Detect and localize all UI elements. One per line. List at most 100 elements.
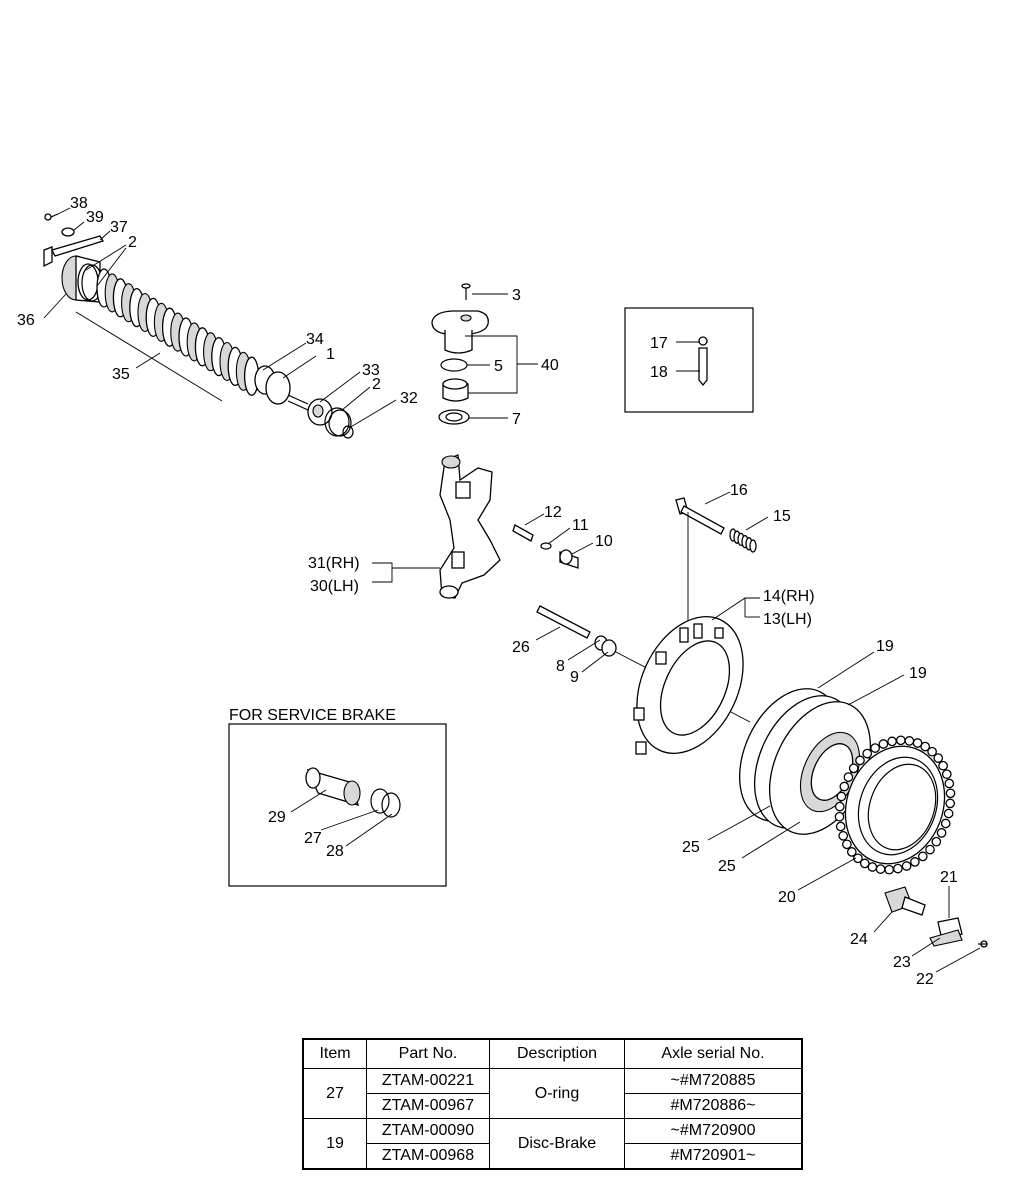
callout-labels: 38 39 37 2 36 35 34 1 33 2 32 3 5 40 7 1… bbox=[17, 195, 958, 988]
bolt-and-spring bbox=[675, 497, 757, 628]
gear-tooth bbox=[853, 853, 863, 864]
callout-7: 7 bbox=[512, 411, 521, 428]
gear-tooth bbox=[836, 791, 847, 802]
serial-cell: #M720886~ bbox=[624, 1093, 802, 1119]
callout-11: 11 bbox=[572, 517, 589, 534]
gear-tooth bbox=[938, 760, 948, 771]
gear-tooth bbox=[862, 748, 873, 759]
callout-22: 22 bbox=[916, 971, 934, 988]
callout-20: 20 bbox=[778, 889, 796, 906]
gear-tooth bbox=[901, 861, 912, 871]
gear-tooth bbox=[839, 781, 850, 792]
table-row: ZTAM-00968 #M720901~ bbox=[304, 1143, 802, 1169]
callout-12: 12 bbox=[544, 504, 562, 521]
table-row: 27 ZTAM-00221 O-ring ~#M720885 bbox=[303, 1068, 802, 1119]
gear-tooth bbox=[927, 746, 937, 757]
callout-35: 35 bbox=[112, 366, 130, 383]
callout-37: 37 bbox=[110, 219, 128, 236]
grease-nipple-box bbox=[624, 307, 754, 413]
callout-34: 34 bbox=[306, 331, 324, 348]
gear-tooth bbox=[893, 863, 903, 874]
piston-spring-assembly bbox=[43, 213, 354, 439]
brake-plate bbox=[633, 616, 744, 755]
valve-cap-group bbox=[431, 283, 489, 425]
serial-cell: #M720901~ bbox=[624, 1143, 802, 1169]
gear-tooth bbox=[834, 811, 845, 822]
description-cell: O-ring bbox=[489, 1068, 625, 1119]
table-header-row: Item Part No. Description Axle serial No… bbox=[303, 1039, 802, 1069]
gear-tooth bbox=[925, 844, 935, 855]
gear-tooth bbox=[848, 763, 859, 774]
callout-3: 3 bbox=[512, 287, 521, 304]
gear-tooth bbox=[867, 862, 878, 872]
gear-tooth bbox=[834, 801, 845, 812]
callout-27: 27 bbox=[304, 830, 322, 847]
brake-discs bbox=[738, 688, 872, 835]
gear-tooth bbox=[878, 739, 889, 749]
gear-tooth bbox=[887, 736, 897, 747]
sensor-parts bbox=[884, 886, 988, 948]
col-header-serial: Axle serial No. bbox=[624, 1039, 802, 1069]
callout-13-lh: 13(LH) bbox=[763, 611, 812, 628]
gear-tooth bbox=[912, 738, 923, 748]
col-header-description: Description bbox=[489, 1039, 625, 1069]
callout-40: 40 bbox=[541, 357, 559, 374]
spring-coil bbox=[749, 539, 757, 553]
serial-cell: ~#M720900 bbox=[624, 1118, 802, 1144]
gear-tooth bbox=[910, 857, 920, 867]
gear-tooth bbox=[933, 753, 944, 763]
callout-39: 39 bbox=[86, 209, 104, 226]
gear-tooth bbox=[884, 864, 895, 875]
callout-18: 18 bbox=[650, 364, 668, 381]
gear-tooth bbox=[945, 798, 956, 809]
leader-lines bbox=[43, 207, 981, 973]
gear-tooth bbox=[936, 828, 947, 838]
callout-24: 24 bbox=[850, 931, 868, 948]
gear-ring bbox=[834, 735, 956, 875]
description-cell: Disc-Brake bbox=[489, 1118, 625, 1169]
callout-29: 29 bbox=[268, 809, 286, 826]
gear-tooth bbox=[940, 818, 951, 829]
gear-tooth bbox=[945, 788, 956, 799]
gear-tooth bbox=[920, 741, 931, 752]
service-brake-box bbox=[228, 723, 447, 887]
table-row: 19 ZTAM-00090 Disc-Brake ~#M720900 bbox=[303, 1118, 802, 1169]
col-header-item: Item bbox=[303, 1039, 367, 1069]
gear-tooth bbox=[835, 821, 846, 832]
gear-tooth bbox=[904, 736, 915, 746]
callout-5: 5 bbox=[494, 358, 503, 375]
gear-tooth bbox=[870, 743, 880, 753]
callout-32: 32 bbox=[400, 390, 418, 407]
callout-14-rh: 14(RH) bbox=[763, 588, 815, 605]
pin-set bbox=[512, 524, 579, 569]
brake-lever-arm bbox=[439, 454, 501, 599]
callout-19: 19 bbox=[876, 638, 894, 655]
part-no-cell: ZTAM-00221 bbox=[366, 1068, 490, 1094]
callout-30-lh: 30(LH) bbox=[310, 578, 359, 595]
gear-tooth bbox=[875, 864, 886, 874]
callout-2-lower: 2 bbox=[372, 376, 381, 393]
callout-23: 23 bbox=[893, 954, 911, 971]
gear-tooth bbox=[943, 808, 954, 819]
part-no-cell: ZTAM-00090 bbox=[366, 1118, 490, 1144]
callout-28: 28 bbox=[326, 843, 344, 860]
callout-33: 33 bbox=[362, 362, 380, 379]
callout-15: 15 bbox=[773, 508, 791, 525]
gear-tooth bbox=[838, 830, 849, 841]
gear-tooth bbox=[855, 755, 865, 766]
part-no-cell: ZTAM-00968 bbox=[366, 1143, 490, 1169]
callout-19-second: 19 bbox=[909, 665, 927, 682]
col-header-part-no: Part No. bbox=[366, 1039, 490, 1069]
gear-tooth bbox=[941, 769, 952, 780]
callout-38: 38 bbox=[70, 195, 88, 212]
parts-table: Item Part No. Description Axle serial No… bbox=[302, 1038, 803, 1170]
gear-tooth bbox=[931, 836, 942, 847]
callout-16: 16 bbox=[730, 482, 748, 499]
callout-26: 26 bbox=[512, 639, 530, 656]
callout-36: 36 bbox=[17, 312, 35, 329]
callout-9: 9 bbox=[570, 669, 579, 686]
gear-tooth bbox=[895, 735, 906, 746]
gear-tooth bbox=[842, 839, 852, 850]
callout-10: 10 bbox=[595, 533, 613, 550]
